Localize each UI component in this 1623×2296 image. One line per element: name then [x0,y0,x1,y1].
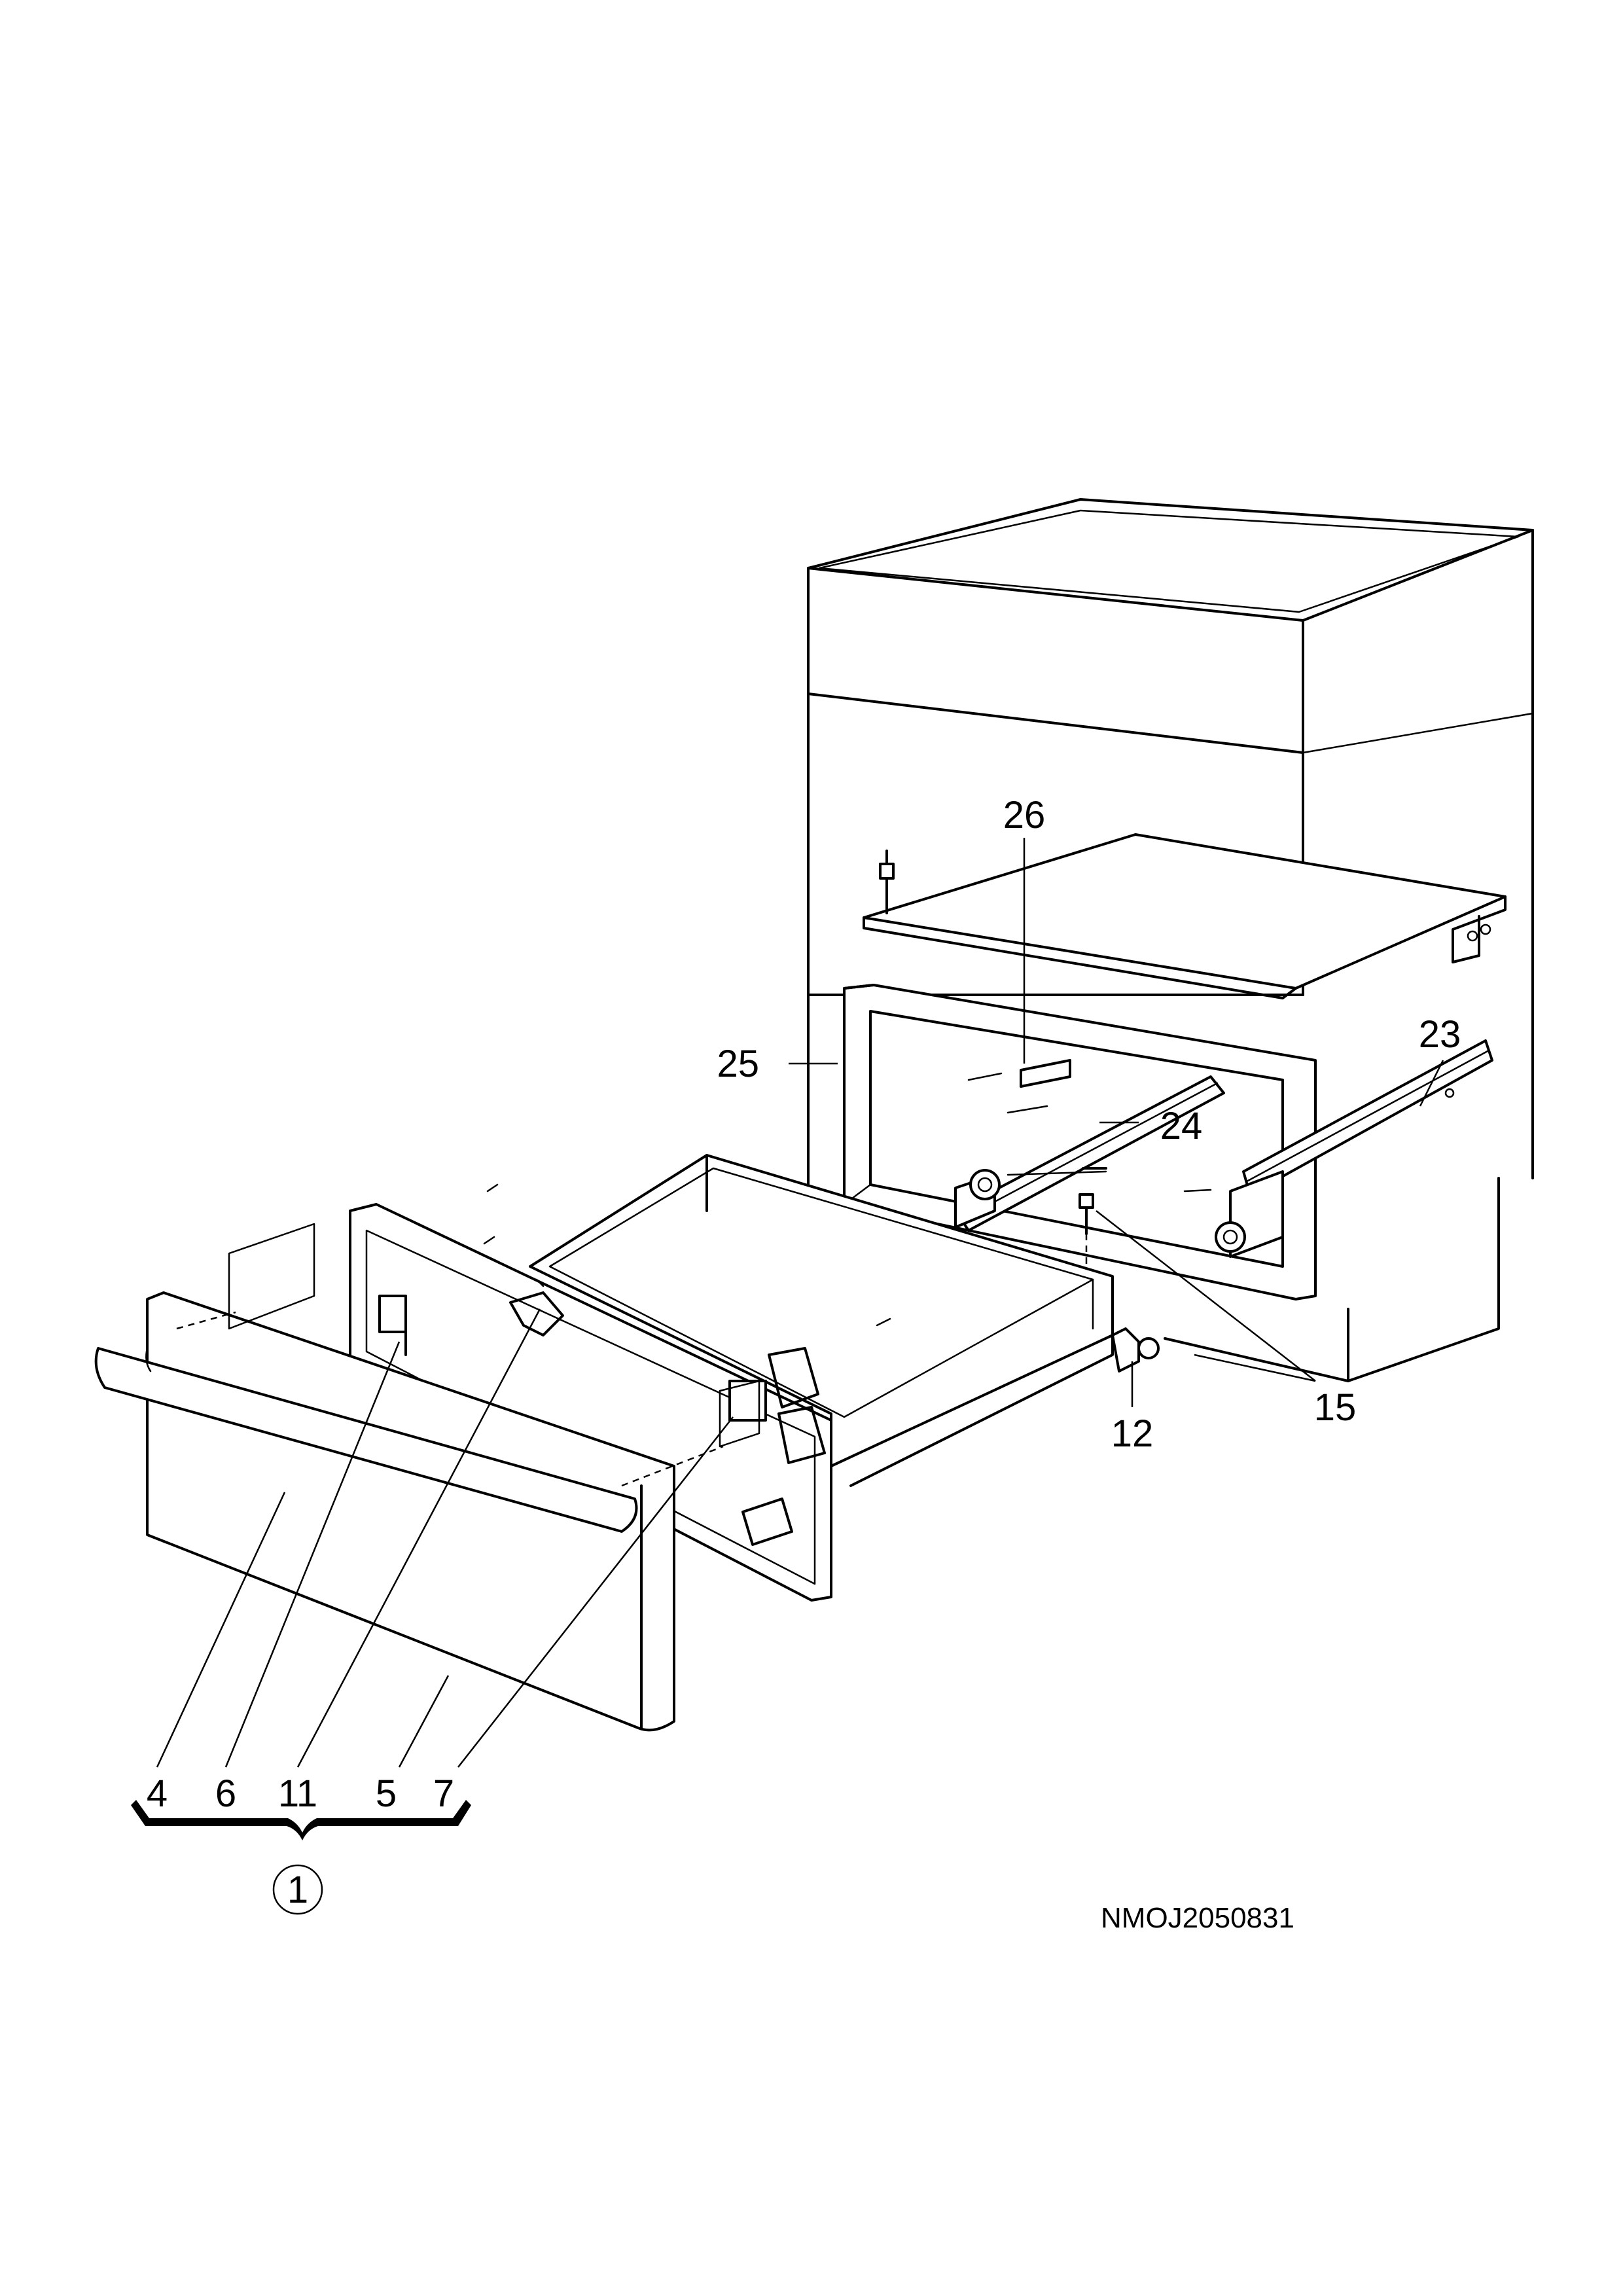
bracket-part-26 [967,1059,1071,1114]
drawer-front-panel [94,1223,760,1732]
label-4: 4 [147,1772,168,1815]
hinge-bracket-part-12 [1111,1327,1160,1372]
leader-lines [156,838,1444,1768]
drawing-code: NMOJ2050831 [1101,1902,1294,1934]
label-23: 23 [1419,1013,1461,1056]
label-15: 15 [1314,1386,1357,1429]
telescopic-rail-right [1215,1039,1493,1258]
label-5: 5 [376,1772,397,1815]
label-26: 26 [1003,794,1046,836]
label-24: 24 [1160,1105,1203,1147]
label-12: 12 [1111,1412,1154,1455]
part-labels: 26 25 23 24 15 12 4 6 11 5 7 1 NMOJ20508… [147,794,1461,1934]
label-7: 7 [433,1772,454,1815]
label-11: 11 [278,1772,317,1815]
telescopic-rail-left [954,1075,1225,1232]
label-1-circle [272,1864,323,1915]
group-brace [131,1800,471,1840]
label-1: 1 [287,1869,308,1911]
label-25: 25 [717,1043,759,1085]
label-6: 6 [215,1772,236,1815]
rail-screws [1007,1167,1212,1345]
